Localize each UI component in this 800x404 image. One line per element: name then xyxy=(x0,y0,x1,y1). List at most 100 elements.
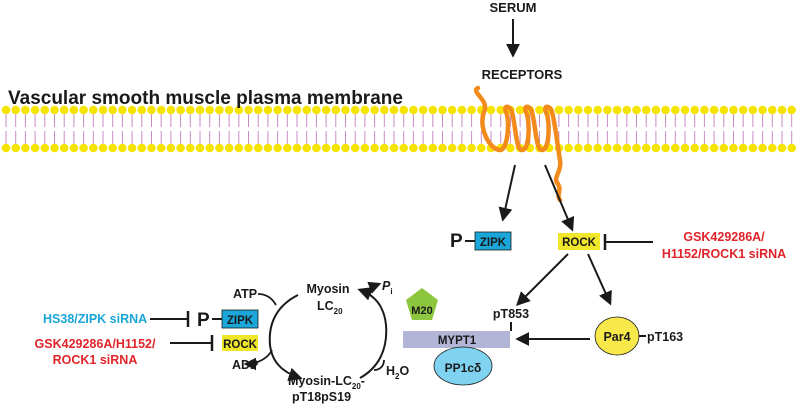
pp1c-label: PP1cδ xyxy=(445,361,482,375)
lipid-head xyxy=(748,105,758,115)
lipid-head xyxy=(244,105,253,115)
lipid-head xyxy=(215,105,224,115)
lipid-head xyxy=(11,143,20,153)
lipid-head xyxy=(583,143,593,153)
lipid-head xyxy=(312,105,321,115)
lipid-head xyxy=(389,143,399,153)
lipid-head xyxy=(224,143,234,153)
lipid-head xyxy=(380,143,389,153)
lipid-head xyxy=(360,143,370,153)
phosphorylation-arc xyxy=(268,294,303,382)
lipid-head xyxy=(302,143,312,153)
lipid-head xyxy=(447,143,457,153)
lipid-head xyxy=(302,105,312,115)
lipid-head xyxy=(215,143,224,153)
lipid-head xyxy=(253,105,263,115)
lipid-head xyxy=(535,105,544,115)
lipid-head xyxy=(331,143,341,153)
lipid-head xyxy=(321,105,331,115)
lipid-head xyxy=(69,143,79,153)
lipid-head xyxy=(700,143,709,153)
myosin-label: Myosin xyxy=(306,282,349,296)
receptor-to-zipk-arrow xyxy=(498,164,516,222)
lipid-head xyxy=(205,143,214,153)
lipid-head xyxy=(98,143,108,153)
lipid-head xyxy=(612,105,622,115)
lipid-head xyxy=(127,143,137,153)
lipid-head xyxy=(292,143,302,153)
lipid-head xyxy=(156,143,166,153)
receptor-to-rock-arrow xyxy=(544,164,575,232)
upper-phospho-label: P xyxy=(450,231,463,252)
upper-rock-box xyxy=(558,233,600,250)
atp-label: ATP xyxy=(233,287,257,301)
pp1c-ellipse xyxy=(433,346,493,386)
lipid-head xyxy=(360,105,370,115)
adp-arrow xyxy=(243,349,273,371)
lipid-head xyxy=(428,105,438,115)
lipid-head xyxy=(593,143,602,153)
lipid-head xyxy=(350,105,360,115)
lipid-head xyxy=(738,105,748,115)
lipid-head xyxy=(1,105,11,115)
lipid-head xyxy=(186,143,195,153)
pt853-label: pT853 xyxy=(493,307,529,321)
receptor-7tm xyxy=(473,85,563,203)
lipid-head xyxy=(166,143,176,153)
lipid-head xyxy=(447,105,457,115)
lipid-head xyxy=(787,143,796,153)
lipid-head xyxy=(399,143,409,153)
lipid-head xyxy=(486,105,496,115)
lipid-head xyxy=(399,105,409,115)
left-zipk-box xyxy=(221,309,259,329)
lipid-head xyxy=(496,105,506,115)
lipid-head xyxy=(234,105,244,115)
rock-to-mypt1-arrow xyxy=(516,253,569,306)
lipid-head xyxy=(690,143,699,153)
lipid-head xyxy=(331,105,341,115)
left-rock-box xyxy=(222,335,258,351)
serum-label: SERUM xyxy=(490,0,537,15)
lipid-head xyxy=(661,143,670,153)
lipid-head xyxy=(709,143,719,153)
m20-label: M20 xyxy=(411,305,432,317)
lipid-head xyxy=(147,105,156,115)
lipid-head xyxy=(283,143,292,153)
lipid-head xyxy=(641,105,651,115)
pt163-label: pT163 xyxy=(647,330,683,344)
lipid-head xyxy=(467,143,476,153)
hs38-label: HS38/ZIPK siRNA xyxy=(43,312,147,326)
lipid-head xyxy=(409,105,418,115)
lipid-head xyxy=(758,105,767,115)
lipid-head xyxy=(205,105,214,115)
h2o-label: H2O xyxy=(386,364,409,381)
dephosphorylation-arc xyxy=(357,287,388,379)
lipid-head xyxy=(603,105,612,115)
lipid-head xyxy=(273,105,282,115)
lipid-head xyxy=(380,105,389,115)
lipid-head xyxy=(651,105,661,115)
lipid-head xyxy=(186,105,195,115)
lipid-bilayer xyxy=(1,105,796,153)
lipid-head xyxy=(370,105,379,115)
lipid-head xyxy=(641,143,651,153)
lipid-head xyxy=(768,105,777,115)
lipid-head xyxy=(253,143,263,153)
lipid-head xyxy=(554,105,564,115)
lipid-head xyxy=(651,143,661,153)
lipid-head xyxy=(234,143,244,153)
lipid-head xyxy=(612,143,622,153)
upper-inhibitor-line2: H1152/ROCK1 siRNA xyxy=(662,247,786,261)
lipid-head xyxy=(709,105,719,115)
m20-pentagon xyxy=(406,288,438,320)
lipid-head xyxy=(147,143,156,153)
lipid-head xyxy=(671,105,680,115)
pi-label: Pi xyxy=(382,279,393,296)
upper-inhibitor-line1: GSK429286A/ xyxy=(683,230,765,244)
mypt1-box xyxy=(403,331,510,348)
lipid-head xyxy=(428,143,438,153)
lipid-head xyxy=(341,143,350,153)
lipid-head xyxy=(603,143,612,153)
par4-label: Par4 xyxy=(603,330,630,344)
